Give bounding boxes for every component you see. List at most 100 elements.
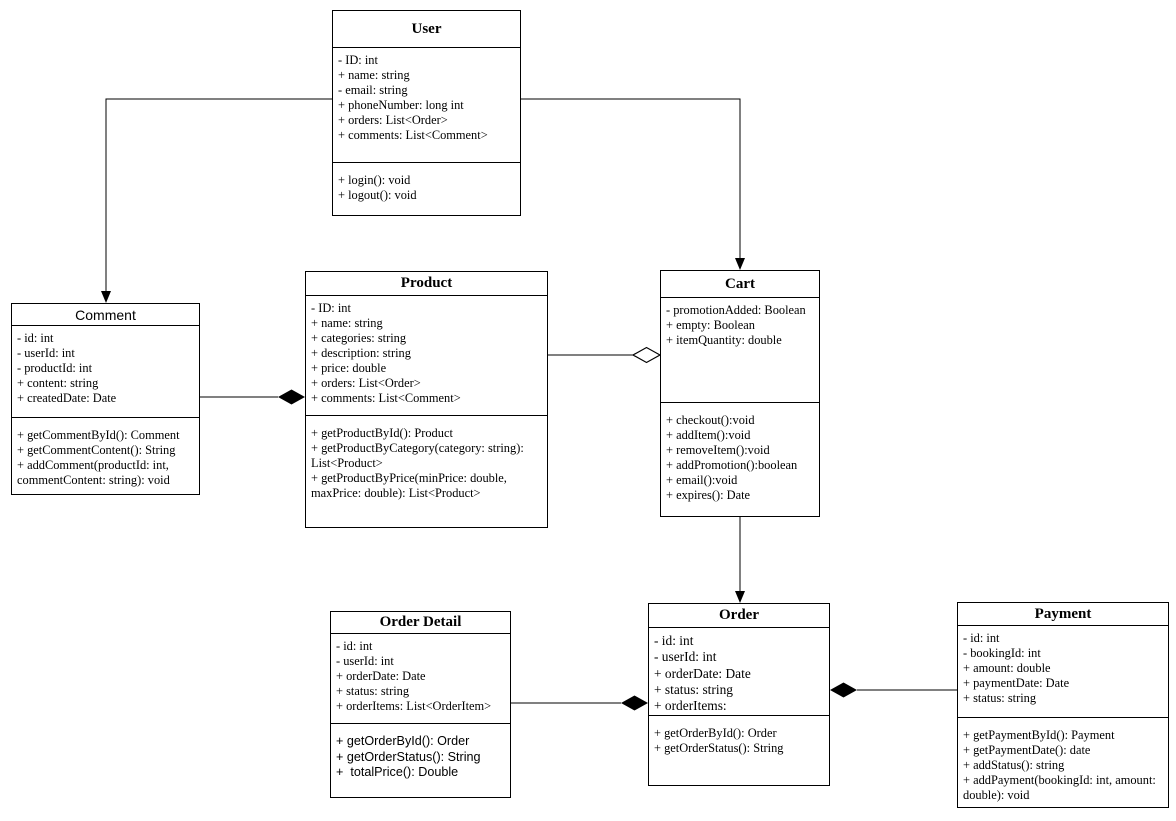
class-product-methods: + getProductById(): Product + getProduct… [306,416,547,527]
attribute: + name: string [311,316,383,330]
method: + logout(): void [338,188,417,202]
attribute: - id: int [963,631,1000,645]
method: + getProductByPrice(minPrice: double, ma… [311,471,511,500]
class-payment-methods: + getPaymentById(): Payment + getPayment… [958,718,1168,807]
method: + getOrderById(): Order [654,726,777,740]
class-product[interactable]: Product - ID: int + name: string + categ… [305,271,548,528]
class-comment-methods: + getCommentById(): Comment + getComment… [12,418,199,494]
attribute: - id: int [336,639,373,653]
method: + getOrderById(): Order [336,734,470,748]
method: + getCommentById(): Comment [17,428,180,442]
method: + getOrderStatus(): String [336,749,481,764]
method: + addPayment(bookingId: int, amount: dou… [963,773,1159,802]
attribute: + status: string [963,691,1037,705]
method: + getProductByCategory(category: string)… [311,441,527,470]
method: + email():void [666,473,738,487]
method: + getPaymentById(): Payment [963,728,1115,742]
class-cart[interactable]: Cart - promotionAdded: Boolean + empty: … [660,270,820,517]
attribute: + itemQuantity: double [666,333,782,347]
method: + checkout():void [666,413,755,427]
attribute: + empty: Boolean [666,318,755,332]
attribute: + name: string [338,68,410,82]
edge-order-payment[interactable] [830,682,957,698]
attribute: + price: double [311,361,387,375]
method: + removeItem():void [666,443,770,457]
class-order-attributes: - id: int - userId: int + orderDate: Dat… [649,628,829,716]
attribute: + status: string [336,684,410,698]
class-comment-attributes: - id: int - userId: int - productId: int… [12,326,199,418]
class-user[interactable]: User - ID: int + name: string - email: s… [332,10,521,216]
attribute: + status: string [654,681,733,697]
method: + addComment(productId: int, commentCont… [17,458,172,487]
attribute: - userId: int [17,346,75,360]
attribute: - userId: int [654,649,717,665]
attribute: + categories: string [311,331,407,345]
arrowhead-icon [101,291,111,303]
attribute: - id: int [17,331,54,345]
class-payment-title: Payment [958,603,1168,626]
attribute: + content: string [17,376,99,390]
attribute: + orderDate: Date [654,665,751,681]
class-order-title: Order [649,604,829,628]
class-user-title: User [333,11,520,48]
class-comment-title: Comment [12,304,199,326]
attribute: + paymentDate: Date [963,676,1070,690]
edge-comment-product[interactable] [200,389,305,405]
class-cart-title: Cart [661,271,819,298]
open-diamond-icon [631,346,662,364]
method: + expires(): Date [666,488,751,502]
attribute: - ID: int [338,53,378,67]
method: + getPaymentDate(): date [963,743,1091,757]
attribute: + description: string [311,346,411,360]
attribute: + orders: List<Order> [338,113,448,127]
attribute: - promotionAdded: Boolean [666,303,806,317]
class-payment[interactable]: Payment - id: int - bookingId: int + amo… [957,602,1169,808]
method: + login(): void [338,173,411,187]
attribute: + orderItems: List<OrderItem> [336,699,492,713]
class-product-attributes: - ID: int + name: string + categories: s… [306,296,547,416]
edge-user-comment[interactable] [101,98,332,303]
class-order-detail[interactable]: Order Detail - id: int - userId: int + o… [330,611,511,798]
edge-product-cart[interactable] [548,346,662,364]
filled-diamond-icon [278,389,305,405]
method: + getCommentContent(): String [17,443,176,457]
class-order[interactable]: Order - id: int - userId: int + orderDat… [648,603,830,786]
edge-orderdetail-order[interactable] [511,695,648,711]
arrowhead-icon [735,591,745,603]
attribute: + orderItems: [654,698,727,714]
method: + addItem():void [666,428,751,442]
class-order-detail-methods: + getOrderById(): Order + getOrderStatus… [331,724,510,797]
class-order-detail-attributes: - id: int - userId: int + orderDate: Dat… [331,634,510,724]
class-cart-attributes: - promotionAdded: Boolean + empty: Boole… [661,298,819,403]
method: + addPromotion():boolean [666,458,798,472]
class-product-title: Product [306,272,547,296]
attribute: - productId: int [17,361,93,375]
filled-diamond-icon [621,695,648,711]
class-order-detail-title: Order Detail [331,612,510,634]
attribute: + orders: List<Order> [311,376,421,390]
edge-user-cart[interactable] [521,98,745,270]
method: + addStatus(): string [963,758,1065,772]
attribute: - ID: int [311,301,351,315]
class-user-attributes: - ID: int + name: string - email: string… [333,48,520,163]
method: + getOrderStatus(): String [654,741,784,755]
class-user-methods: + login(): void + logout(): void [333,163,520,215]
attribute: + comments: List<Comment> [338,128,488,142]
attribute: + createdDate: Date [17,391,117,405]
class-cart-methods: + checkout():void + addItem():void + rem… [661,403,819,516]
attribute: + phoneNumber: long int [338,98,464,112]
attribute: + orderDate: Date [336,669,426,683]
attribute: + comments: List<Comment> [311,391,461,405]
arrowhead-icon [735,258,745,270]
edge-cart-order[interactable] [735,517,745,603]
attribute: + amount: double [963,661,1051,675]
attribute: - userId: int [336,654,394,668]
attribute: - email: string [338,83,408,97]
attribute: - bookingId: int [963,646,1041,660]
attribute: - id: int [654,633,694,648]
class-comment[interactable]: Comment - id: int - userId: int - produc… [11,303,200,495]
class-order-methods: + getOrderById(): Order + getOrderStatus… [649,716,829,785]
class-payment-attributes: - id: int - bookingId: int + amount: dou… [958,626,1168,718]
